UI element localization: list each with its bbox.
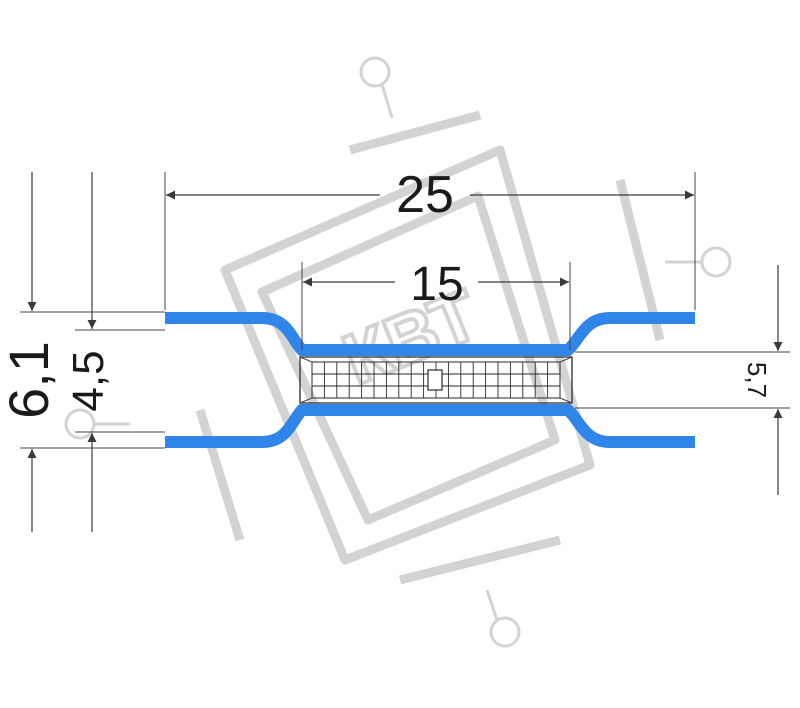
barrel-length-label: 15 [410, 258, 463, 311]
tube-diameter-label: 5,7 [742, 362, 772, 398]
overall-length-label: 25 [396, 166, 454, 224]
connector-body [165, 312, 790, 448]
outer-diameter-dimension: 6,1 [0, 172, 165, 532]
overall-length-dimension: 25 [164, 166, 696, 310]
inspection-window [427, 369, 443, 391]
inner-diameter-label: 4,5 [64, 350, 113, 411]
tube-diameter-dimension: 5,7 [742, 265, 783, 495]
outer-diameter-label: 6,1 [0, 341, 60, 419]
bottom-insulation-contour [165, 404, 695, 448]
top-insulation-contour [165, 312, 695, 356]
barrel-length-dimension: 15 [301, 258, 571, 350]
inner-diameter-dimension: 4,5 [64, 172, 165, 532]
